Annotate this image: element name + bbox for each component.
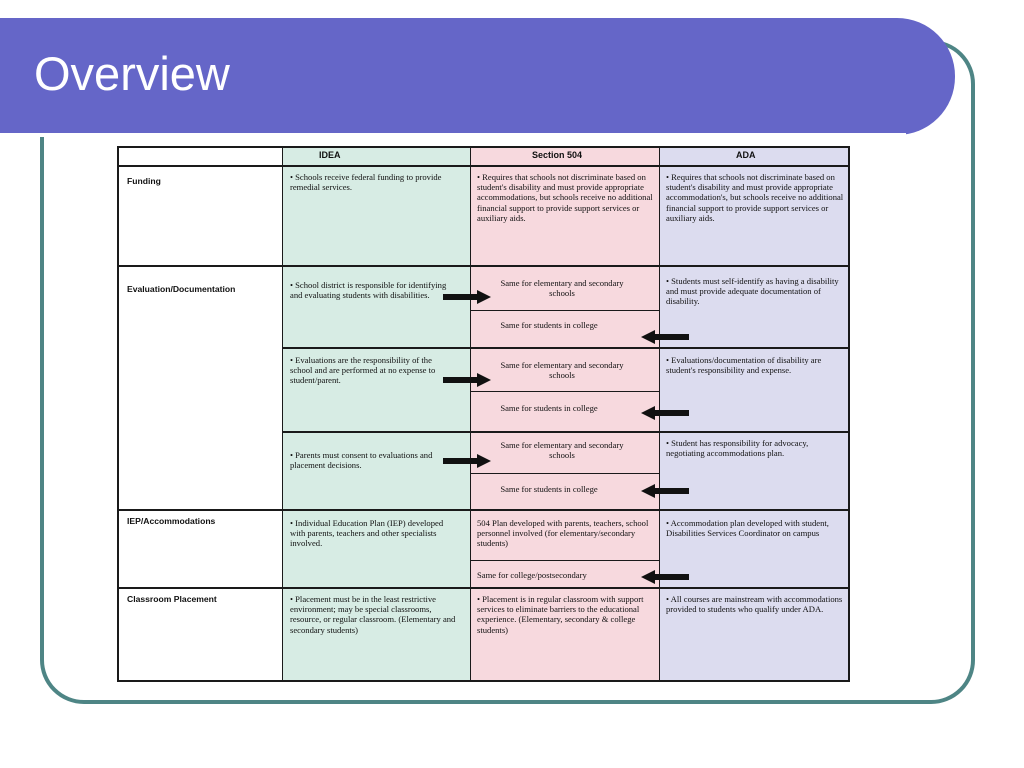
row-divider — [282, 347, 848, 349]
arrow-left-icon — [641, 406, 689, 420]
arrow-right-icon — [443, 373, 491, 387]
column-divider — [470, 148, 471, 680]
header-section504: Section 504 — [532, 150, 583, 160]
row-label-funding: Funding — [127, 176, 161, 186]
eval1-idea-cell: • School district is responsible for ide… — [290, 280, 447, 301]
placement-idea-cell: • Placement must be in the least restric… — [290, 594, 456, 635]
row-divider — [119, 587, 848, 589]
arrow-left-icon — [641, 484, 689, 498]
eval1-ada-cell: • Students must self-identify as having … — [666, 276, 839, 307]
eval3-idea-cell: • Parents must consent to evaluations an… — [290, 450, 433, 471]
arrow-left-icon — [641, 330, 689, 344]
row-divider — [119, 265, 848, 267]
label-column — [119, 148, 282, 680]
idea-column — [282, 148, 470, 680]
eval1-504-bottom-cell: Same for students in college — [500, 320, 598, 330]
section504-column — [470, 148, 659, 680]
subrow-divider — [470, 310, 659, 311]
arrow-right-icon — [443, 454, 491, 468]
arrow-left-icon — [641, 570, 689, 584]
column-divider — [282, 148, 283, 680]
placement-ada-cell: • All courses are mainstream with accomm… — [666, 594, 843, 615]
eval2-idea-cell: • Evaluations are the responsibility of … — [290, 355, 436, 386]
iep-504-bottom-cell: Same for college/postsecondary — [477, 570, 587, 580]
header-idea: IDEA — [319, 150, 341, 160]
eval2-504-top-cell: Same for elementary and secondary school… — [500, 360, 624, 381]
funding-ada-cell: • Requires that schools not discriminate… — [666, 172, 844, 223]
row-divider — [119, 509, 848, 511]
row-divider — [119, 165, 848, 167]
row-label-evaluation: Evaluation/Documentation — [127, 284, 236, 294]
funding-504-cell: • Requires that schools not discriminate… — [477, 172, 653, 223]
funding-idea-cell: • Schools receive federal funding to pro… — [290, 172, 442, 193]
eval1-504-top-cell: Same for elementary and secondary school… — [500, 278, 624, 299]
row-divider — [282, 431, 848, 433]
eval3-ada-cell: • Student has responsibility for advocac… — [666, 438, 809, 459]
comparison-table: IDEA Section 504 ADA Funding Evaluation/… — [117, 146, 850, 682]
eval3-504-bottom-cell: Same for students in college — [500, 484, 598, 494]
subrow-divider — [470, 473, 659, 474]
eval2-ada-cell: • Evaluations/documentation of disabilit… — [666, 355, 822, 376]
eval3-504-top-cell: Same for elementary and secondary school… — [500, 440, 624, 461]
slide-title: Overview — [34, 47, 230, 100]
eval2-504-bottom-cell: Same for students in college — [500, 403, 598, 413]
arrow-right-icon — [443, 290, 491, 304]
title-banner — [0, 18, 955, 135]
iep-idea-cell: • Individual Education Plan (IEP) develo… — [290, 518, 444, 549]
row-label-iep: IEP/Accommodations — [127, 516, 216, 526]
row-label-placement: Classroom Placement — [127, 594, 217, 604]
title-underline — [0, 133, 906, 137]
header-ada: ADA — [736, 150, 756, 160]
ada-column — [659, 148, 848, 680]
iep-ada-cell: • Accommodation plan developed with stud… — [666, 518, 829, 539]
subrow-divider — [470, 391, 659, 392]
iep-504-top-cell: 504 Plan developed with parents, teacher… — [477, 518, 649, 549]
placement-504-cell: • Placement is in regular classroom with… — [477, 594, 644, 635]
subrow-divider — [470, 560, 659, 561]
